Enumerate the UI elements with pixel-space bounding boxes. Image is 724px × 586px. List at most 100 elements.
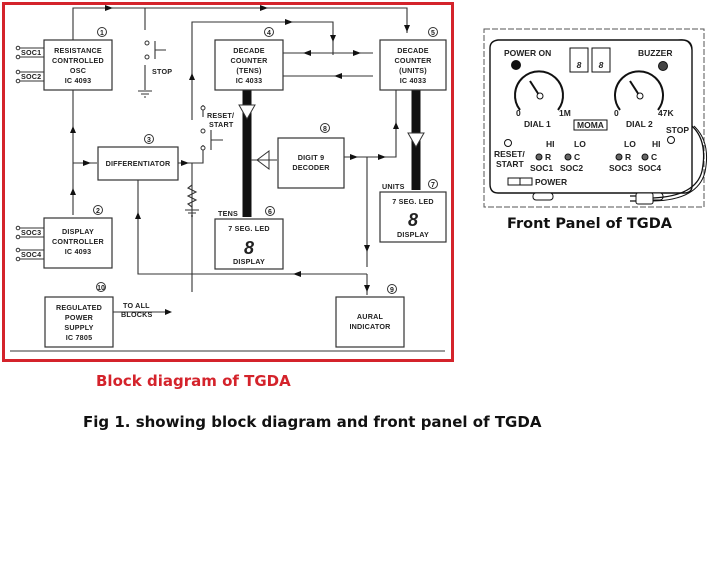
svg-text:SOC4: SOC4 [638, 163, 661, 173]
reset-start-switch[interactable] [200, 105, 223, 151]
block-diagram-frame: STOP RESET/ START [2, 2, 454, 362]
power-switch[interactable] [507, 177, 533, 186]
block-units-display: 7 SEG. LED 8 DISPLAY UNITS 7 [379, 179, 447, 243]
block-decade-counter-units: DECADE COUNTER (UNITS) IC 4033 5 [379, 27, 447, 91]
dial-1[interactable] [514, 70, 564, 111]
power-output-label-1: TO ALL [123, 301, 150, 310]
svg-text:IC 7805: IC 7805 [66, 333, 93, 342]
svg-text:POWER: POWER [65, 313, 94, 322]
svg-text:DECODER: DECODER [292, 163, 330, 172]
svg-text:R: R [625, 152, 631, 162]
reset-start-button[interactable] [504, 139, 512, 147]
svg-text:3: 3 [147, 137, 151, 144]
block-diagram-caption: Block diagram of TGDA [96, 372, 291, 390]
wires [72, 7, 408, 313]
block-resistance-controlled-osc: RESISTANCE CONTROLLED OSC IC 4093 1 [43, 27, 113, 91]
svg-text:10: 10 [97, 285, 105, 292]
dial-2-label: DIAL 2 [626, 119, 653, 129]
dial-1-label: DIAL 1 [524, 119, 551, 129]
svg-text:RESISTANCE: RESISTANCE [54, 46, 102, 55]
svg-text:IC 4093: IC 4093 [65, 76, 92, 85]
block-digit-9-decoder: DIGIT 9 DECODER 8 [277, 123, 345, 189]
bus-arrow-tens [238, 104, 256, 121]
dial-2-max: 47K [658, 108, 674, 118]
svg-text:DISPLAY: DISPLAY [62, 227, 94, 236]
power-output-label-2: BLOCKS [121, 310, 153, 319]
dial-1-min: 0 [516, 108, 521, 118]
svg-text:COUNTER: COUNTER [231, 56, 269, 65]
svg-text:INDICATOR: INDICATOR [349, 322, 391, 331]
resistor [186, 184, 198, 208]
svg-text:4: 4 [267, 30, 271, 37]
svg-text:IC 4033: IC 4033 [236, 76, 263, 85]
svg-text:6: 6 [268, 209, 272, 216]
svg-text:7 SEG. LED: 7 SEG. LED [228, 224, 270, 233]
dial-2-needle [629, 80, 640, 96]
svg-text:7 SEG. LED: 7 SEG. LED [392, 197, 434, 206]
stop-label: STOP [152, 67, 172, 76]
digit-window-2 [591, 47, 611, 73]
svg-text:R: R [545, 152, 551, 162]
socket-soc2[interactable]: LO C SOC2 [560, 139, 586, 173]
svg-text:2: 2 [96, 208, 100, 215]
plug-icon [630, 192, 654, 205]
svg-text:CONTROLLED: CONTROLLED [52, 56, 104, 65]
figure-caption: Fig 1. showing block diagram and front p… [83, 413, 542, 431]
svg-text:HI: HI [546, 139, 555, 149]
dial-2[interactable] [614, 70, 664, 111]
svg-text:UNITS: UNITS [382, 182, 405, 191]
stop-switch[interactable] [144, 40, 166, 60]
socket-soc4[interactable]: HI C SOC4 [638, 139, 661, 173]
svg-text:IC 4033: IC 4033 [400, 76, 427, 85]
svg-text:SUPPLY: SUPPLY [64, 323, 93, 332]
dial-2-min: 0 [614, 108, 619, 118]
svg-text:OSC: OSC [70, 66, 86, 75]
svg-text:TENS: TENS [218, 209, 238, 218]
moma-badge-text: MOMA [577, 120, 604, 130]
socket-terminals [15, 45, 45, 262]
svg-text:HI: HI [652, 139, 661, 149]
svg-text:CONTROLLER: CONTROLLER [52, 237, 105, 246]
panel-digit-2: 8 [599, 60, 604, 70]
svg-text:LO: LO [574, 139, 586, 149]
block-tens-display: 7 SEG. LED 8 DISPLAY TENS 6 [214, 206, 284, 270]
reset-label-panel-1: RESET/ [494, 149, 525, 159]
svg-text:LO: LO [624, 139, 636, 149]
front-panel: POWER ON BUZZER 8 8 0 1M DIAL 1 0 47K DI… [483, 28, 708, 208]
arrowheads [70, 5, 410, 315]
block-decade-counter-tens: DECADE COUNTER (TENS) IC 4033 4 [214, 27, 284, 91]
svg-text:DIFFERENTIATOR: DIFFERENTIATOR [106, 159, 171, 168]
panel-digit-1: 8 [577, 60, 582, 70]
front-panel-caption: Front Panel of TGDA [507, 216, 672, 232]
reset-label-panel-2: START [496, 159, 525, 169]
power-switch-label: POWER [535, 177, 567, 187]
svg-text:DECADE: DECADE [397, 46, 429, 55]
power-cord [652, 125, 705, 199]
svg-text:9: 9 [390, 287, 394, 294]
seven-segment-digit-tens: 8 [244, 238, 254, 258]
power-on-label: POWER ON [504, 48, 551, 58]
svg-text:(UNITS): (UNITS) [399, 66, 427, 75]
socket-label-4: SOC4 [21, 250, 41, 259]
seven-segment-digit-units: 8 [408, 210, 418, 230]
stop-button[interactable] [667, 136, 675, 144]
socket-soc1[interactable]: HI R SOC1 [530, 139, 555, 173]
reset-label-1: RESET/ [207, 111, 234, 120]
buzzer-label: BUZZER [638, 48, 672, 58]
svg-text:DIGIT 9: DIGIT 9 [298, 153, 325, 162]
socket-soc3[interactable]: LO R SOC3 [609, 139, 636, 173]
buzzer-icon [658, 61, 668, 71]
svg-text:AURAL: AURAL [357, 312, 384, 321]
svg-text:SOC3: SOC3 [609, 163, 632, 173]
block-aural-indicator: AURAL INDICATOR 9 [335, 284, 405, 348]
reset-label-2: START [209, 120, 234, 129]
block-regulated-power-supply: REGULATED POWER SUPPLY IC 7805 10 [44, 282, 114, 348]
ground-symbol-reset [185, 205, 199, 217]
bus-arrow-units [407, 132, 425, 149]
panel-edge [677, 39, 693, 51]
socket-label-2: SOC2 [21, 72, 41, 81]
dial-1-max: 1M [559, 108, 571, 118]
svg-text:5: 5 [431, 30, 435, 37]
svg-text:8: 8 [323, 126, 327, 133]
svg-text:7: 7 [431, 182, 435, 189]
